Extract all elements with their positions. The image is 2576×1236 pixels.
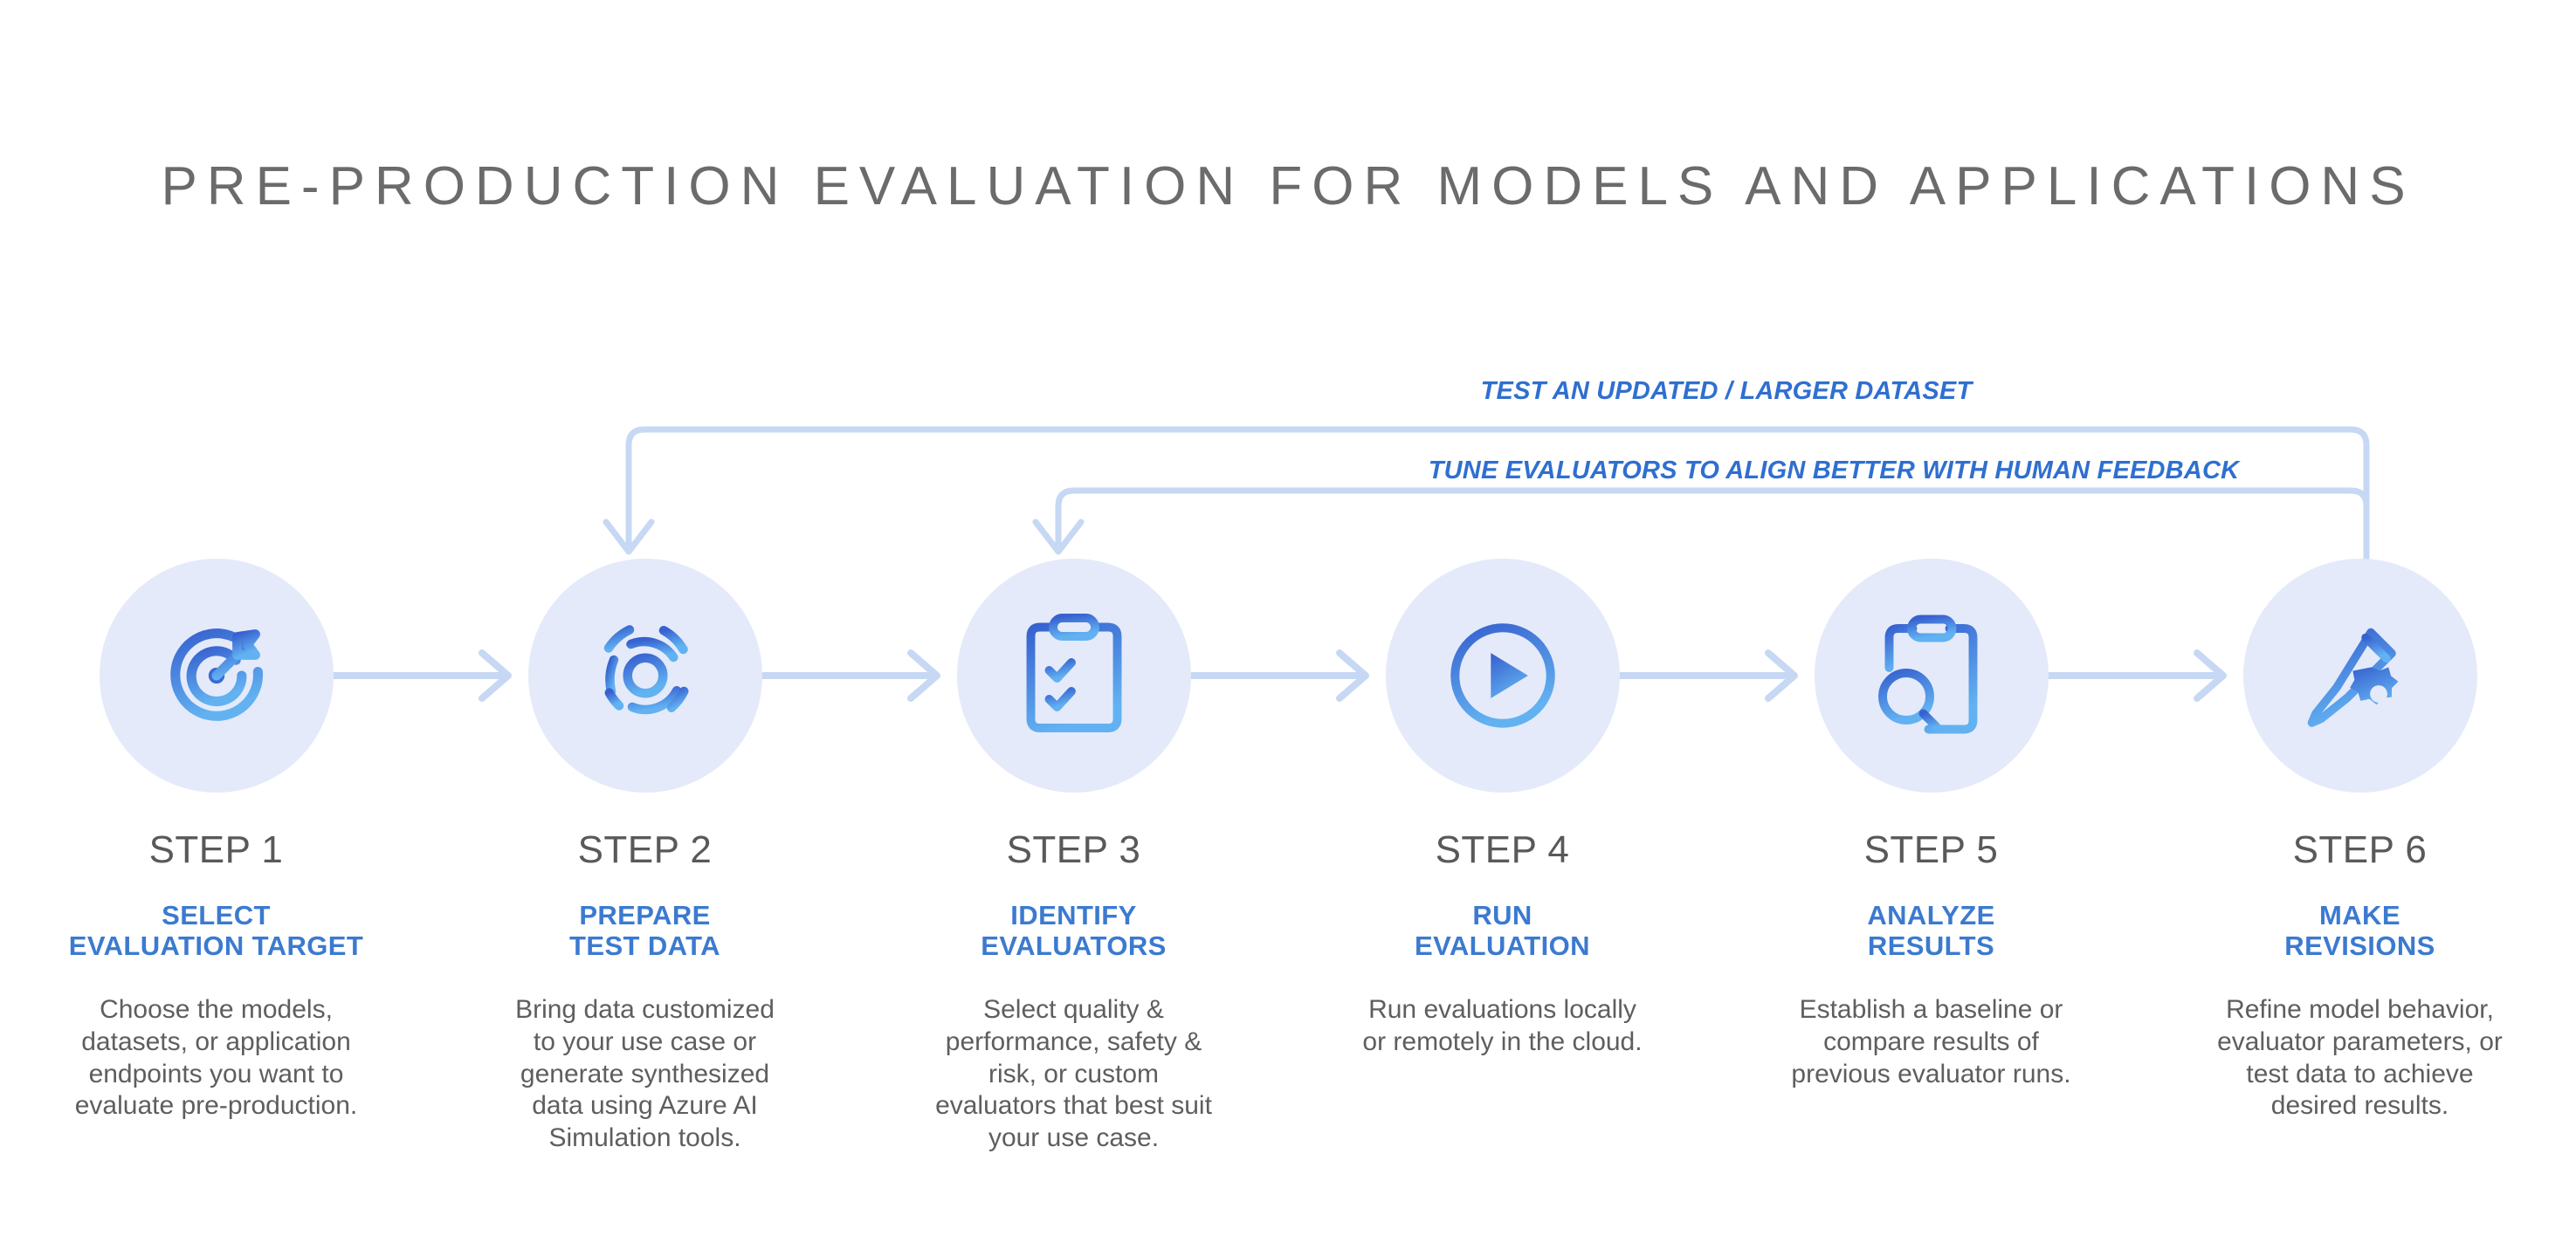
play-circle-icon	[1436, 609, 1569, 742]
page-title: PRE-PRODUCTION EVALUATION FOR MODELS AND…	[161, 156, 2415, 216]
step-icon-circle-1	[99, 559, 334, 793]
step-heading-3: IDENTIFY EVALUATORS	[981, 900, 1167, 961]
step-description-6: Refine model behavior, evaluator paramet…	[2217, 995, 2503, 1121]
step-description-1: Choose the models, datasets, or applicat…	[74, 995, 358, 1121]
clipboard-search-icon	[1868, 610, 1994, 741]
step-number-1: STEP 1	[148, 828, 284, 871]
step-number-3: STEP 3	[1006, 828, 1141, 871]
step-number-6: STEP 6	[2292, 828, 2428, 871]
loop-arrow-dataset	[603, 426, 2370, 571]
step-heading-6: MAKE REVISIONS	[2284, 900, 2435, 961]
step-item-3[interactable]: STEP 3 IDENTIFY EVALUATORS Select qualit…	[859, 559, 1288, 1154]
pencil-gear-icon	[2295, 610, 2426, 741]
step-item-4[interactable]: STEP 4 RUN EVALUATION Run evaluations lo…	[1288, 559, 1717, 1059]
step-heading-4: RUN EVALUATION	[1415, 900, 1590, 961]
step-description-5: Establish a baseline or compare results …	[1791, 995, 2071, 1088]
step-item-5[interactable]: STEP 5 ANALYZE RESULTS Establish a basel…	[1717, 559, 2146, 1090]
step-number-2: STEP 2	[577, 828, 713, 871]
step-number-4: STEP 4	[1435, 828, 1570, 871]
steps-row: STEP 1 SELECT EVALUATION TARGET Choose t…	[0, 559, 2576, 1154]
radar-rings-icon	[580, 610, 711, 741]
step-description-2: Bring data customized to your use case o…	[515, 995, 775, 1152]
step-heading-5: ANALYZE RESULTS	[1867, 900, 1995, 961]
step-item-6[interactable]: STEP 6 MAKE REVISIONS Refine model behav…	[2146, 559, 2574, 1123]
feedback-loop-label-dataset: TEST AN UPDATED / LARGER DATASET	[1480, 377, 1973, 405]
step-icon-circle-6	[2242, 559, 2477, 793]
target-arrow-icon	[152, 611, 281, 740]
step-number-5: STEP 5	[1863, 828, 1999, 871]
step-description-3: Select quality & performance, safety & r…	[935, 995, 1212, 1152]
step-icon-circle-4	[1385, 559, 1620, 793]
step-icon-circle-2	[527, 559, 762, 793]
step-heading-1: SELECT EVALUATION TARGET	[68, 900, 364, 961]
feedback-loop-label-tune-evaluators: TUNE EVALUATORS TO ALIGN BETTER WITH HUM…	[1428, 457, 2240, 484]
step-icon-circle-3	[956, 559, 1191, 793]
step-description-4: Run evaluations locally or remotely in t…	[1362, 995, 1643, 1057]
step-heading-2: PREPARE TEST DATA	[569, 900, 720, 961]
loop-arrow-tune-evaluators	[1032, 487, 2370, 571]
step-item-2[interactable]: STEP 2 PREPARE TEST DATA Bring data cust…	[430, 559, 859, 1154]
step-icon-circle-5	[1814, 559, 2049, 793]
step-item-1[interactable]: STEP 1 SELECT EVALUATION TARGET Choose t…	[2, 559, 430, 1123]
clipboard-checklist-icon	[1013, 610, 1135, 741]
